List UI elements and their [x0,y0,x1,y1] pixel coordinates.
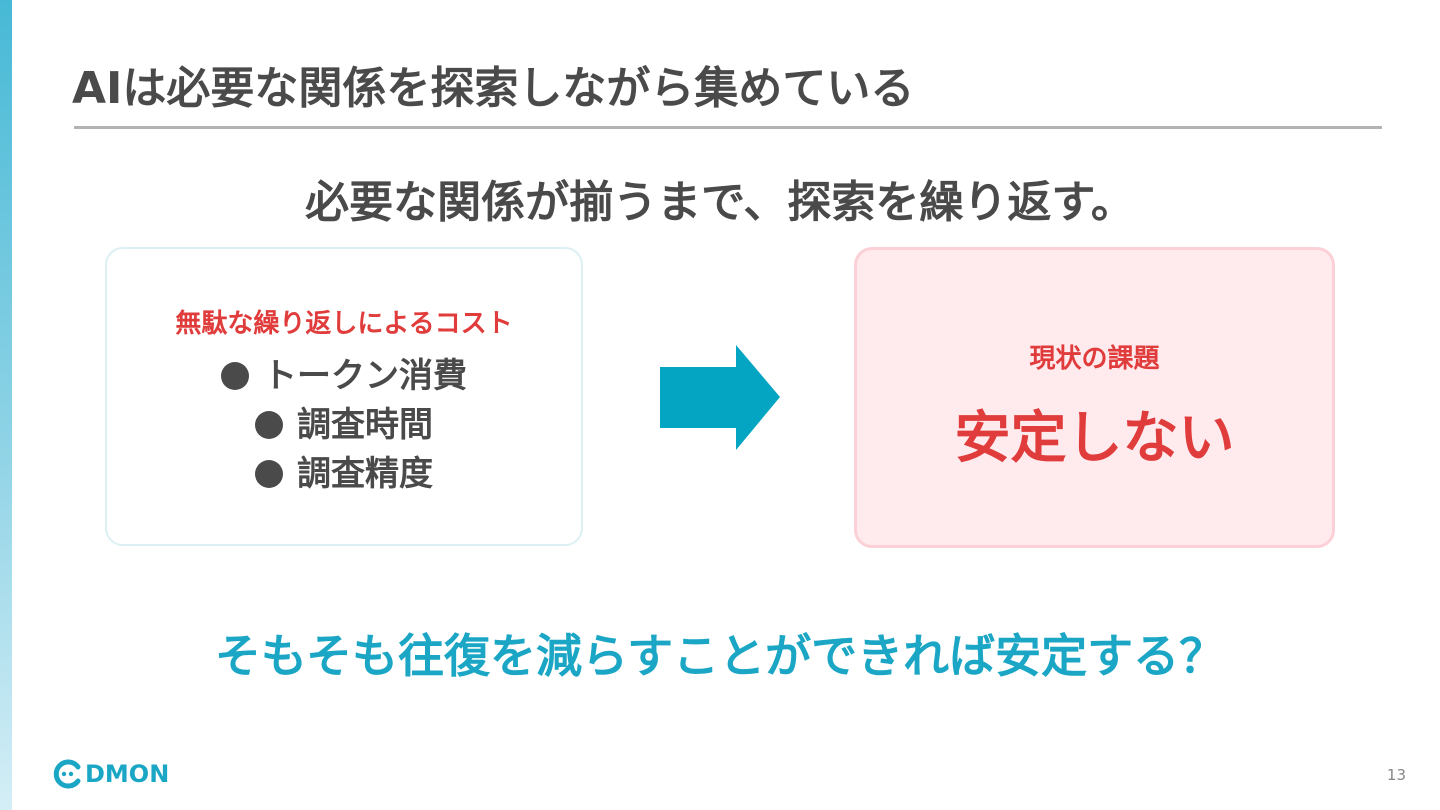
page-number: 13 [1386,766,1406,784]
list-item-label: 調査時間 [297,405,433,445]
title-divider [74,126,1382,129]
issue-card-label: 現状の課題 [1029,344,1160,374]
cost-card: 無駄な繰り返しによるコスト トークン消費 調査時間 調査精度 [105,247,583,546]
cost-card-heading: 無駄な繰り返しによるコスト [175,309,513,339]
list-item: 調査精度 [107,450,581,499]
right-arrow-icon [660,345,780,450]
logo-text: DMON [85,760,170,788]
issue-card-text: 安定しない [954,406,1235,471]
list-item: 調査時間 [107,401,581,450]
bullet-icon [221,362,249,390]
bullet-icon [255,460,283,488]
list-item-label: トークン消費 [263,356,467,396]
left-accent-bar [0,0,12,810]
cost-list: トークン消費 調査時間 調査精度 [107,352,581,499]
codmon-logo: DMON [53,756,169,792]
list-item-label: 調査精度 [297,454,433,494]
list-item: トークン消費 [107,352,581,401]
slide-subtitle: 必要な関係が揃うまで、探索を繰り返す。 [305,177,1135,228]
logo-c-mark-icon [53,759,81,789]
slide-title: AIは必要な関係を探索しながら集めている [72,63,915,114]
closing-question: そもそも往復を減らすことができれば安定する？ [214,629,1226,683]
bullet-icon [255,411,283,439]
issue-card: 現状の課題 安定しない [854,247,1335,548]
